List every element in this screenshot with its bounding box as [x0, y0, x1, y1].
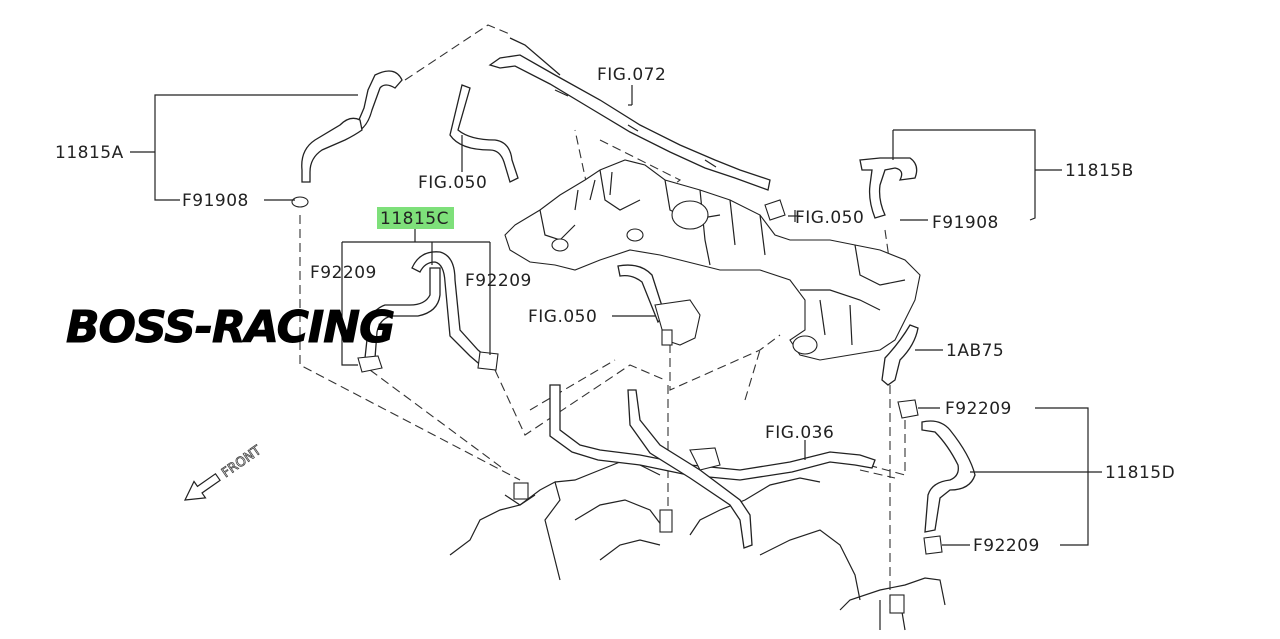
label-11815A[interactable]: 11815A: [55, 143, 124, 163]
labels: 11815A F91908 11815C F92209 F92209 FIG.0…: [55, 65, 1175, 556]
label-f91908-right[interactable]: F91908: [932, 213, 999, 233]
front-label: FRONT: [219, 443, 264, 481]
label-11815B[interactable]: 11815B: [1065, 161, 1134, 181]
leader-lines: [130, 85, 1102, 546]
front-direction-arrow: FRONT: [183, 443, 265, 501]
brand-watermark: BOSS-RACING: [66, 302, 394, 353]
label-f92209-d-bot[interactable]: F92209: [973, 536, 1040, 556]
intake-manifold: [504, 159, 921, 361]
hoses: [291, 37, 976, 555]
label-1AB75[interactable]: 1AB75: [946, 341, 1004, 361]
engine-block-outline: [449, 459, 946, 631]
label-11815C[interactable]: 11815C: [380, 209, 449, 229]
label-fig036[interactable]: FIG.036: [765, 423, 834, 443]
label-fig072[interactable]: FIG.072: [597, 65, 666, 85]
label-fig050-right[interactable]: FIG.050: [795, 208, 864, 228]
label-f91908-left[interactable]: F91908: [182, 191, 249, 211]
label-11815D[interactable]: 11815D: [1105, 463, 1175, 483]
label-f92209-c-right[interactable]: F92209: [465, 271, 532, 291]
part-highlight: [377, 207, 454, 229]
label-f92209-d-top[interactable]: F92209: [945, 399, 1012, 419]
phantom-lines: [299, 24, 906, 610]
label-fig050-mid[interactable]: FIG.050: [528, 307, 597, 327]
label-f92209-c-left[interactable]: F92209: [310, 263, 377, 283]
label-fig050-top[interactable]: FIG.050: [418, 173, 487, 193]
